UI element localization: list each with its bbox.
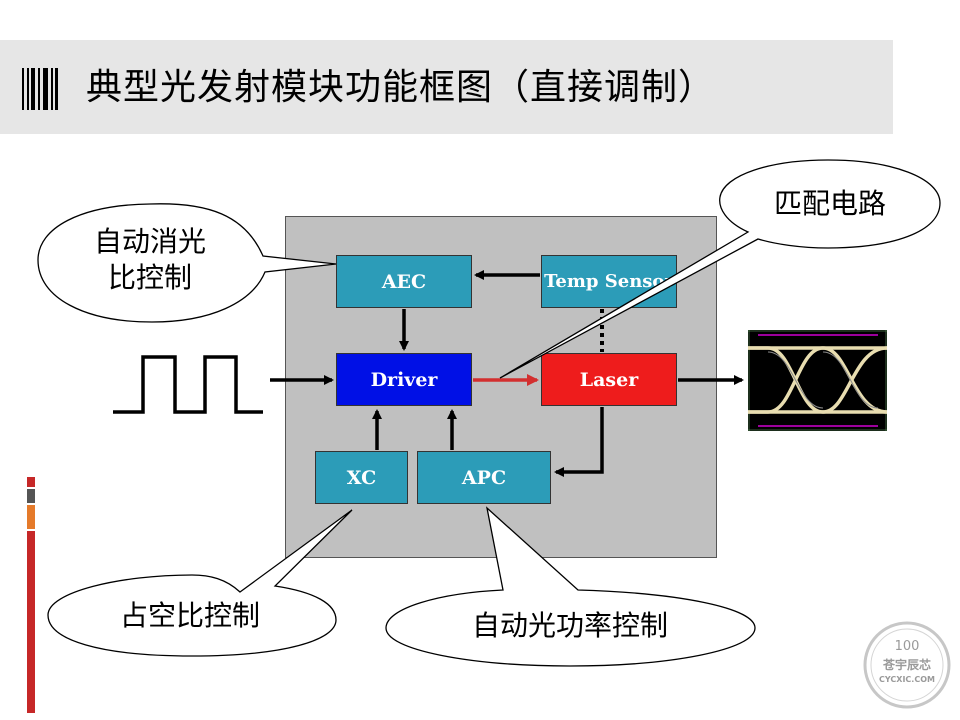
callout-line: 自动消光: [93, 225, 206, 258]
eye-diagram: [748, 330, 887, 431]
aec-block: AEC: [336, 255, 472, 308]
laser-block: Laser: [541, 353, 677, 406]
logo-name-text: 苍宇辰芯: [882, 657, 931, 672]
logo-top-text: 100: [895, 639, 920, 654]
logo-url-text: CYCXIC.COM: [879, 675, 935, 684]
barcode-icon: [22, 68, 58, 110]
title-bar: [0, 40, 893, 134]
callout-auto-power-text: 自动光功率控制: [471, 609, 668, 642]
temp-sensor-block: Temp Sensor: [541, 255, 677, 308]
watermark-seal: 100 苍宇辰芯 CYCXIC.COM: [863, 621, 951, 709]
driver-block: Driver: [336, 353, 472, 406]
apc-block: APC: [417, 451, 551, 504]
callout-line: 比控制: [107, 261, 192, 294]
callout-extinction-ratio-text: 自动消光 比控制: [60, 224, 240, 296]
page-title: 典型光发射模块功能框图（直接调制）: [86, 67, 716, 108]
callout-matching-circuit-text: 匹配电路: [773, 187, 886, 220]
side-decoration: [27, 477, 35, 713]
callout-duty-cycle-text: 占空比控制: [119, 599, 260, 632]
xc-block: XC: [315, 451, 408, 504]
input-square-wave: [113, 355, 263, 414]
